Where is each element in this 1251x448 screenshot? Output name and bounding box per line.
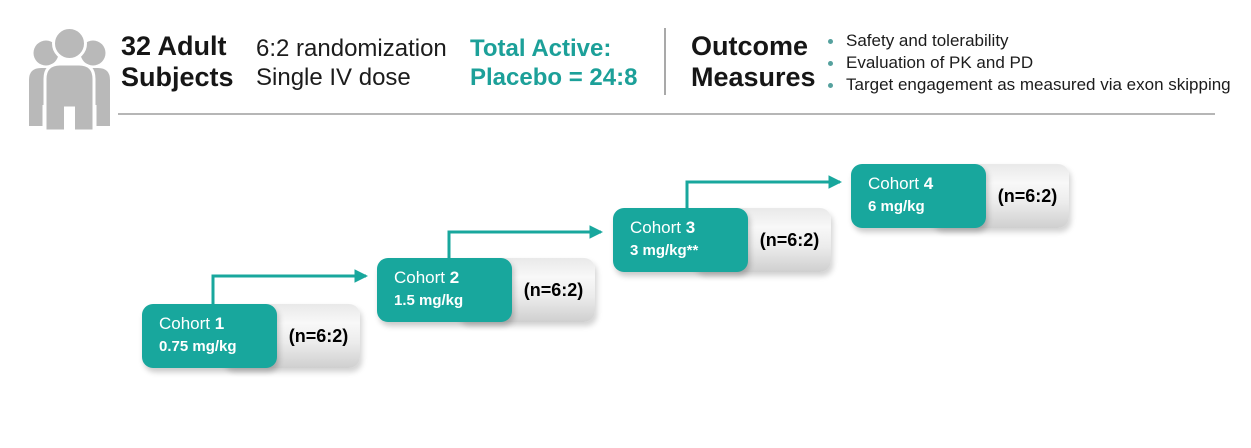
arrow-cohort2-to-cohort3 bbox=[447, 225, 604, 259]
arrow-cohort1-to-cohort2 bbox=[211, 269, 369, 305]
arrow-cohort3-to-cohort4 bbox=[685, 175, 843, 209]
outcome-bullet: Evaluation of PK and PD bbox=[828, 52, 1231, 74]
cohort-4-n-label: (n=6:2) bbox=[997, 185, 1058, 206]
cohort-3-dose: 3 mg/kg** bbox=[630, 242, 699, 259]
outcome-bullet: Target engagement as measured via exon s… bbox=[828, 74, 1231, 96]
randomization-line2: Single IV dose bbox=[256, 64, 411, 91]
cohort-3-dose-box: Cohort 3 3 mg/kg** bbox=[613, 208, 748, 272]
total-active-line2: Placebo = 24:8 bbox=[470, 64, 638, 91]
outcome-measures-title: Outcome Measures bbox=[691, 31, 816, 93]
bullet-dot-icon bbox=[828, 82, 833, 88]
outcome-bullet-text: Evaluation of PK and PD bbox=[846, 53, 1034, 72]
outcome-bullet-text: Target engagement as measured via exon s… bbox=[846, 75, 1231, 94]
cohort-4-label: Cohort bbox=[868, 174, 920, 193]
subjects-line2: Subjects bbox=[121, 62, 234, 92]
header-rule bbox=[118, 113, 1215, 115]
randomization-info: 6:2 randomization Single IV dose bbox=[256, 34, 447, 92]
cohort-2-title: Cohort 2 bbox=[394, 268, 512, 288]
outcome-line1: Outcome bbox=[691, 31, 809, 61]
cohort-4-title: Cohort 4 bbox=[868, 174, 986, 194]
cohort-2-group: Cohort 2 1.5 mg/kg (n=6:2) bbox=[377, 258, 595, 322]
randomization-line1: 6:2 randomization bbox=[256, 35, 447, 62]
cohort-4-group: Cohort 4 6 mg/kg (n=6:2) bbox=[851, 164, 1069, 228]
section-divider bbox=[664, 28, 666, 95]
cohort-3-group: Cohort 3 3 mg/kg** (n=6:2) bbox=[613, 208, 831, 272]
cohort-1-group: Cohort 1 0.75 mg/kg (n=6:2) bbox=[142, 304, 360, 368]
cohort-2-dose-box: Cohort 2 1.5 mg/kg bbox=[377, 258, 512, 322]
subjects-line1: 32 Adult bbox=[121, 31, 227, 61]
cohort-1-title: Cohort 1 bbox=[159, 314, 277, 334]
people-group-icon bbox=[22, 26, 117, 136]
cohort-4-number: 4 bbox=[923, 174, 934, 193]
cohort-1-dose-box: Cohort 1 0.75 mg/kg bbox=[142, 304, 277, 368]
outcome-bullet-text: Safety and tolerability bbox=[846, 31, 1009, 50]
cohort-1-number: 1 bbox=[214, 314, 225, 333]
outcome-bullet: Safety and tolerability bbox=[828, 30, 1231, 52]
cohort-2-number: 2 bbox=[449, 268, 460, 287]
total-active-ratio: Total Active: Placebo = 24:8 bbox=[470, 34, 637, 92]
cohort-3-n-label: (n=6:2) bbox=[759, 229, 820, 250]
cohort-2-dose: 1.5 mg/kg bbox=[394, 292, 464, 309]
cohort-3-label: Cohort bbox=[630, 218, 682, 237]
cohort-1-dose: 0.75 mg/kg bbox=[159, 338, 237, 355]
bullet-dot-icon bbox=[828, 60, 833, 66]
cohort-1-label: Cohort bbox=[159, 314, 211, 333]
outcome-line2: Measures bbox=[691, 62, 816, 92]
outcome-bullet-list: Safety and tolerability Evaluation of PK… bbox=[828, 30, 1231, 96]
cohort-3-title: Cohort 3 bbox=[630, 218, 748, 238]
cohort-4-dose: 6 mg/kg bbox=[868, 198, 925, 215]
cohort-2-label: Cohort bbox=[394, 268, 446, 287]
bullet-dot-icon bbox=[828, 38, 833, 44]
subjects-count: 32 Adult Subjects bbox=[121, 31, 234, 93]
cohort-1-n-label: (n=6:2) bbox=[288, 325, 349, 346]
cohort-2-n-label: (n=6:2) bbox=[523, 279, 584, 300]
total-active-line1: Total Active: bbox=[470, 35, 612, 62]
cohort-3-number: 3 bbox=[685, 218, 696, 237]
cohort-4-dose-box: Cohort 4 6 mg/kg bbox=[851, 164, 986, 228]
